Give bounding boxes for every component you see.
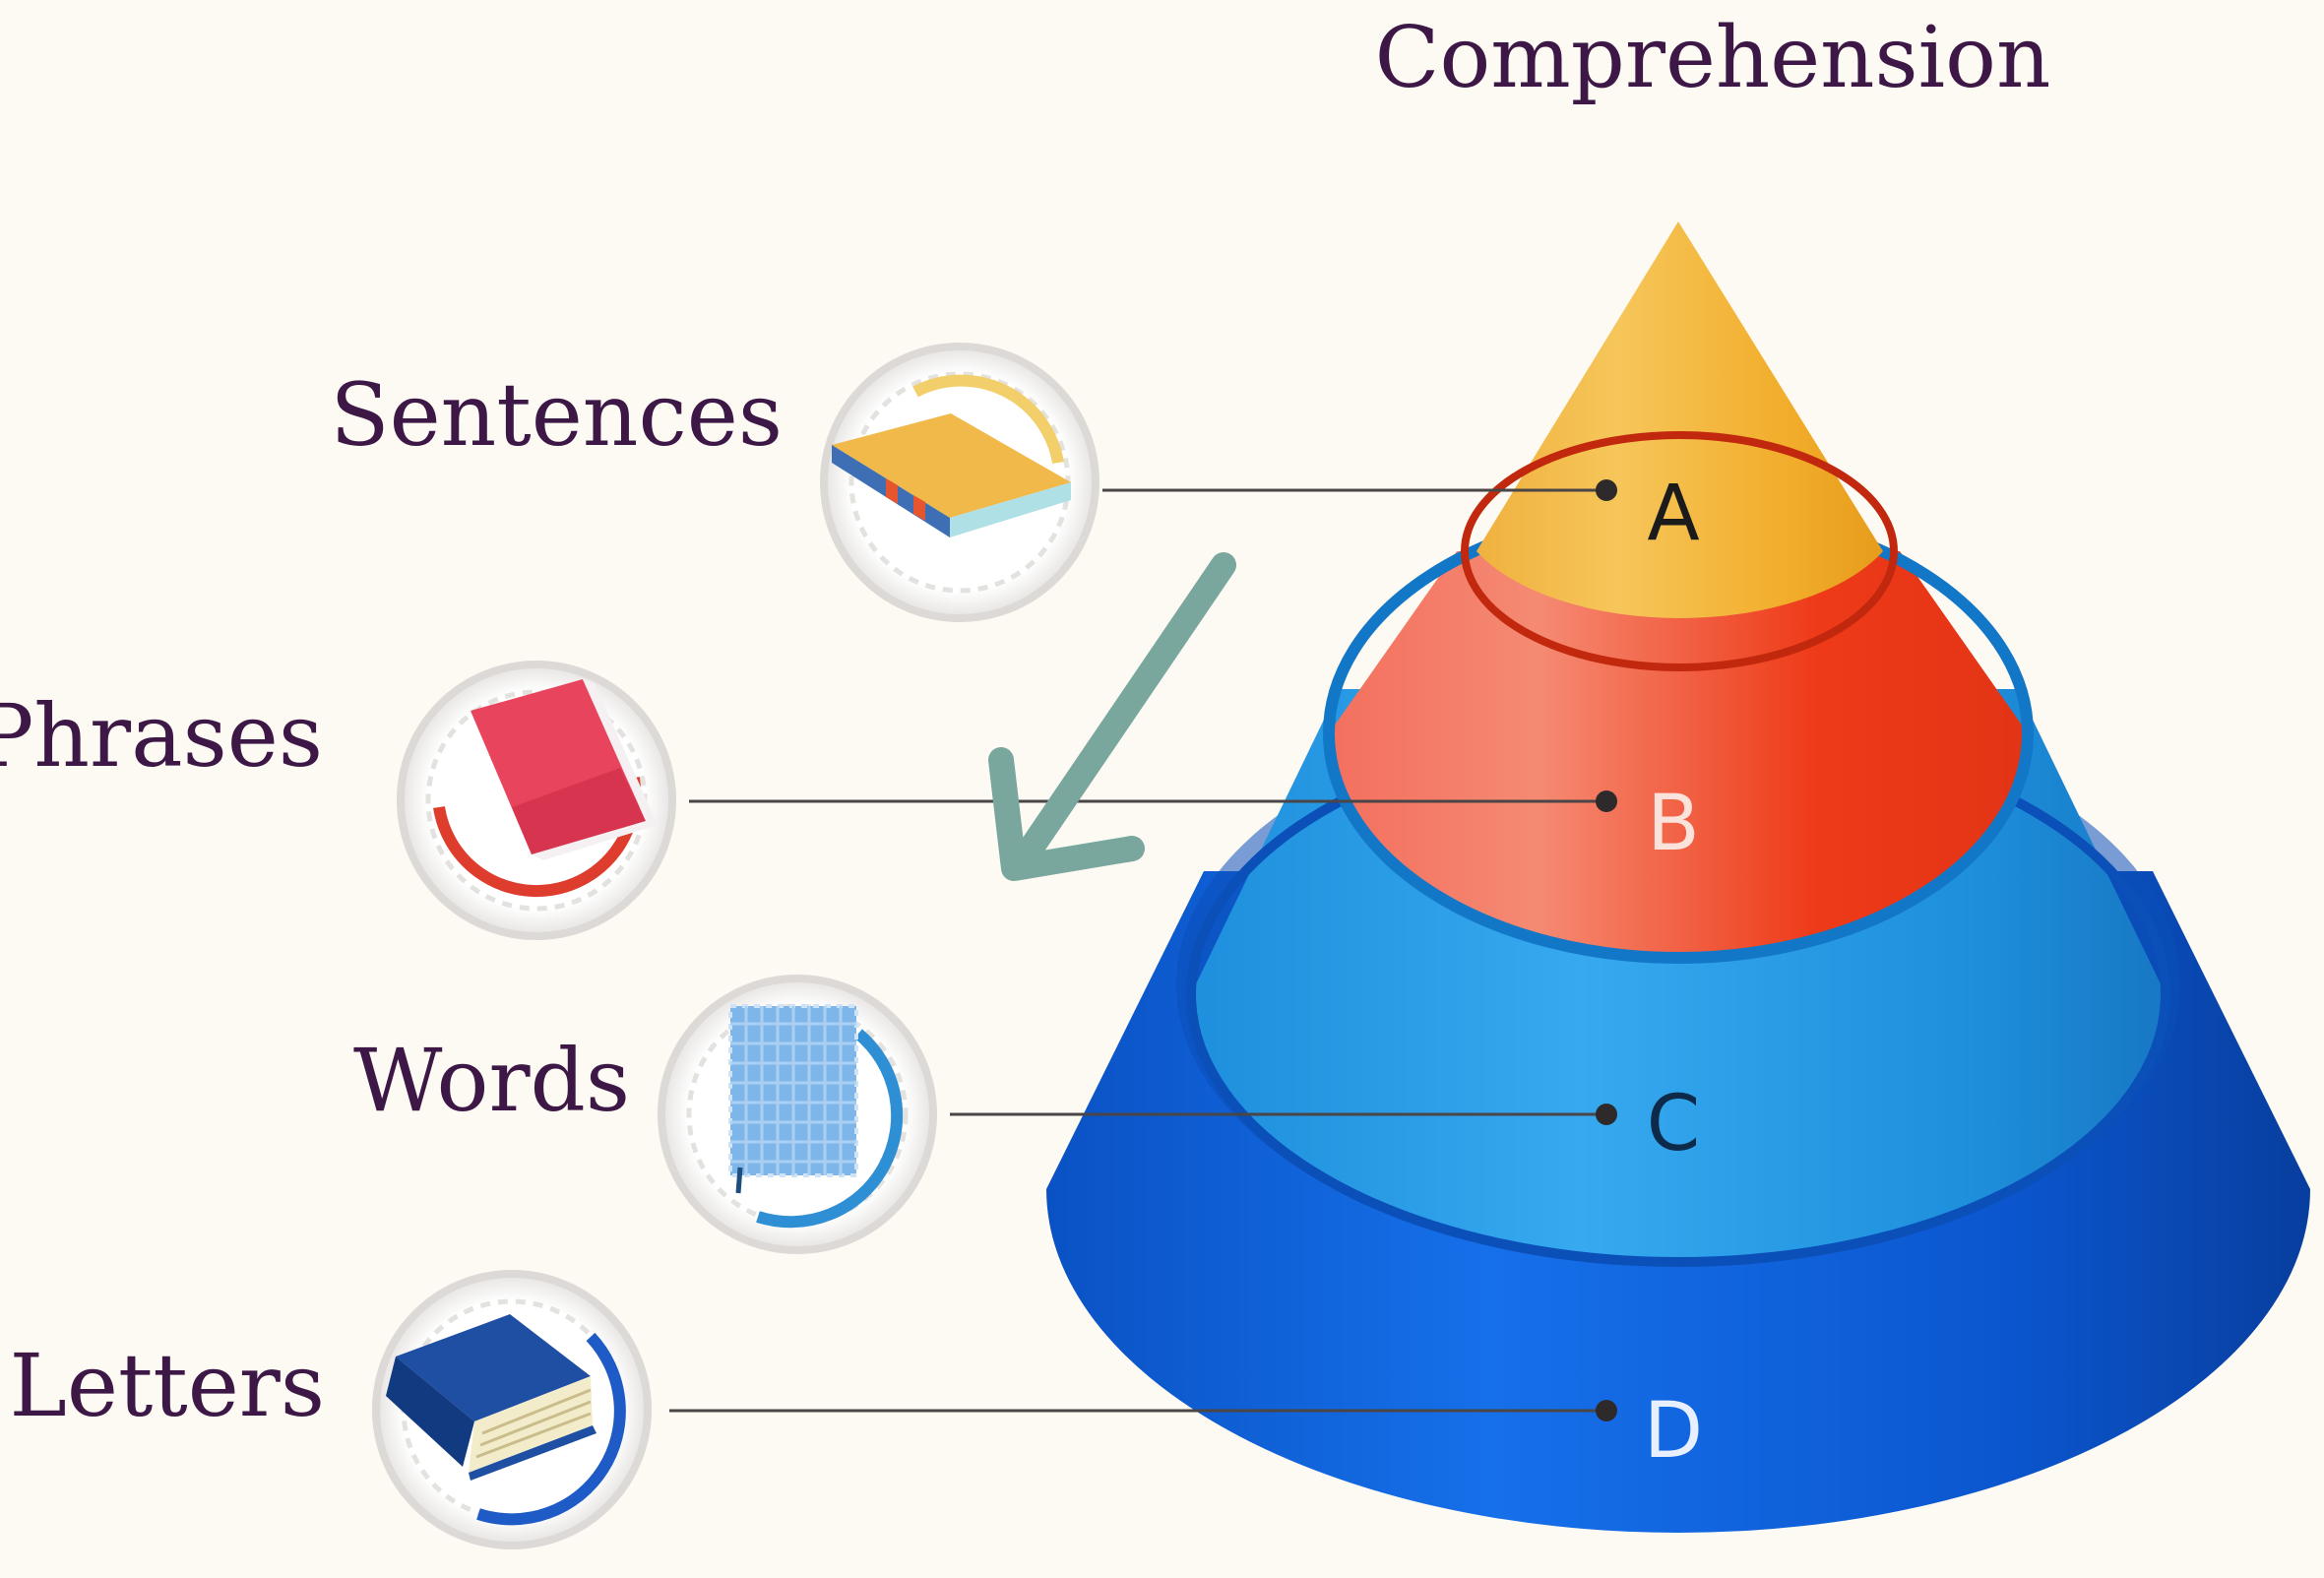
cone-band-a [1476, 221, 1883, 618]
book-yellow-icon [832, 413, 1071, 537]
level-letter-b: B [1647, 780, 1700, 868]
words-icon-badge [658, 975, 937, 1254]
connectors [669, 488, 1606, 1413]
connector-dots [1596, 479, 1617, 1421]
book-red-icon [471, 679, 658, 860]
level-label-sentences: Sentences [330, 364, 783, 466]
level-label-letters: Letters [9, 1335, 325, 1436]
cone-band-b [1329, 551, 2028, 958]
letters-icon-badge [372, 1270, 652, 1549]
downward-arrow [988, 552, 1236, 881]
level-label-phrases: Phrases [0, 685, 323, 787]
cone [1046, 221, 2310, 1533]
level-letter-c: C [1647, 1080, 1700, 1168]
diagram-title: Comprehension [1375, 9, 2051, 107]
sentences-icon-badge [820, 343, 1099, 622]
level-label-words: Words [353, 1030, 630, 1131]
level-letter-d: D [1644, 1387, 1703, 1476]
book-lightblue-icon [728, 1004, 858, 1194]
book-blue-icon [386, 1314, 597, 1481]
level-letter-a: A [1647, 470, 1699, 558]
phrases-icon-badge [397, 661, 676, 940]
